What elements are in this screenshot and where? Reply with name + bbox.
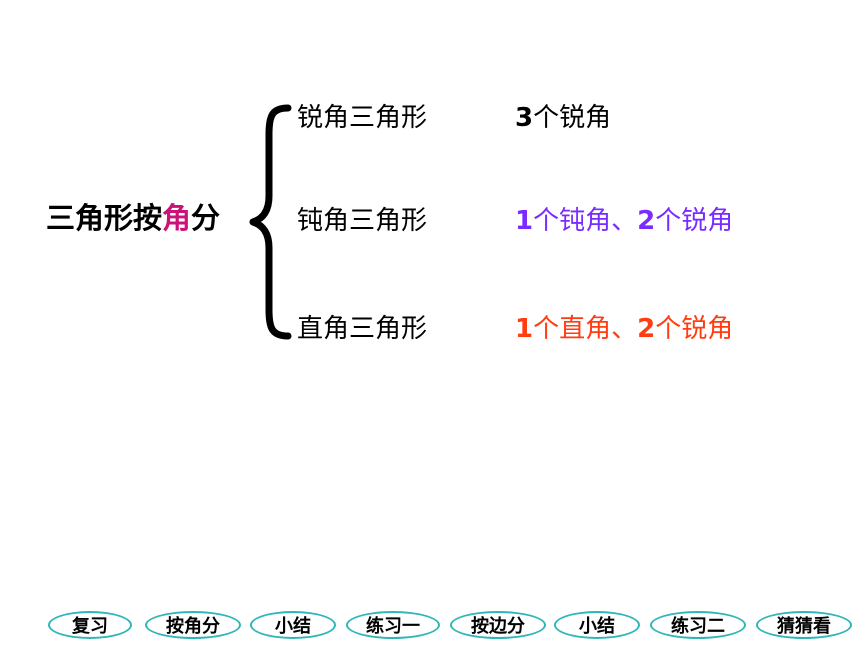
desc-num2: 2 — [637, 314, 656, 344]
category-right: 直角三角形 — [297, 314, 428, 344]
curly-brace-icon — [249, 104, 292, 340]
desc-text2: 个锐角 — [655, 314, 734, 344]
nav-button-by-angle[interactable]: 按角分 — [145, 611, 241, 639]
desc-text1: 个锐角 — [533, 103, 612, 133]
description-acute: 3个锐角 — [515, 100, 611, 136]
desc-sep: 、 — [611, 314, 638, 344]
category-acute: 锐角三角形 — [297, 103, 428, 133]
desc-num2: 2 — [637, 206, 656, 236]
description-obtuse: 1个钝角、2个锐角 — [515, 203, 733, 239]
nav-button-summary-1[interactable]: 小结 — [250, 611, 336, 639]
desc-num1: 3 — [515, 103, 534, 133]
desc-text1: 个直角 — [533, 314, 612, 344]
nav-button-exercise-2[interactable]: 练习二 — [650, 611, 746, 639]
nav-bar: 复习 按角分 小结 练习一 按边分 小结 练习二 猜猜看 — [0, 611, 860, 641]
title-suffix: 分 — [191, 201, 221, 235]
description-right: 1个直角、2个锐角 — [515, 311, 733, 347]
desc-text2: 个锐角 — [655, 206, 734, 236]
nav-button-exercise-1[interactable]: 练习一 — [346, 611, 440, 639]
title-prefix: 三角形按 — [46, 201, 163, 235]
desc-num1: 1 — [515, 314, 534, 344]
desc-num1: 1 — [515, 206, 534, 236]
title-highlight: 角 — [162, 201, 192, 235]
desc-sep: 、 — [611, 206, 638, 236]
desc-text1: 个钝角 — [533, 206, 612, 236]
nav-button-guess[interactable]: 猜猜看 — [756, 611, 852, 639]
category-obtuse: 钝角三角形 — [297, 206, 428, 236]
nav-button-by-side[interactable]: 按边分 — [450, 611, 546, 639]
nav-button-review[interactable]: 复习 — [48, 611, 132, 639]
main-title: 三角形按角分 — [46, 198, 220, 238]
nav-button-summary-2[interactable]: 小结 — [554, 611, 640, 639]
